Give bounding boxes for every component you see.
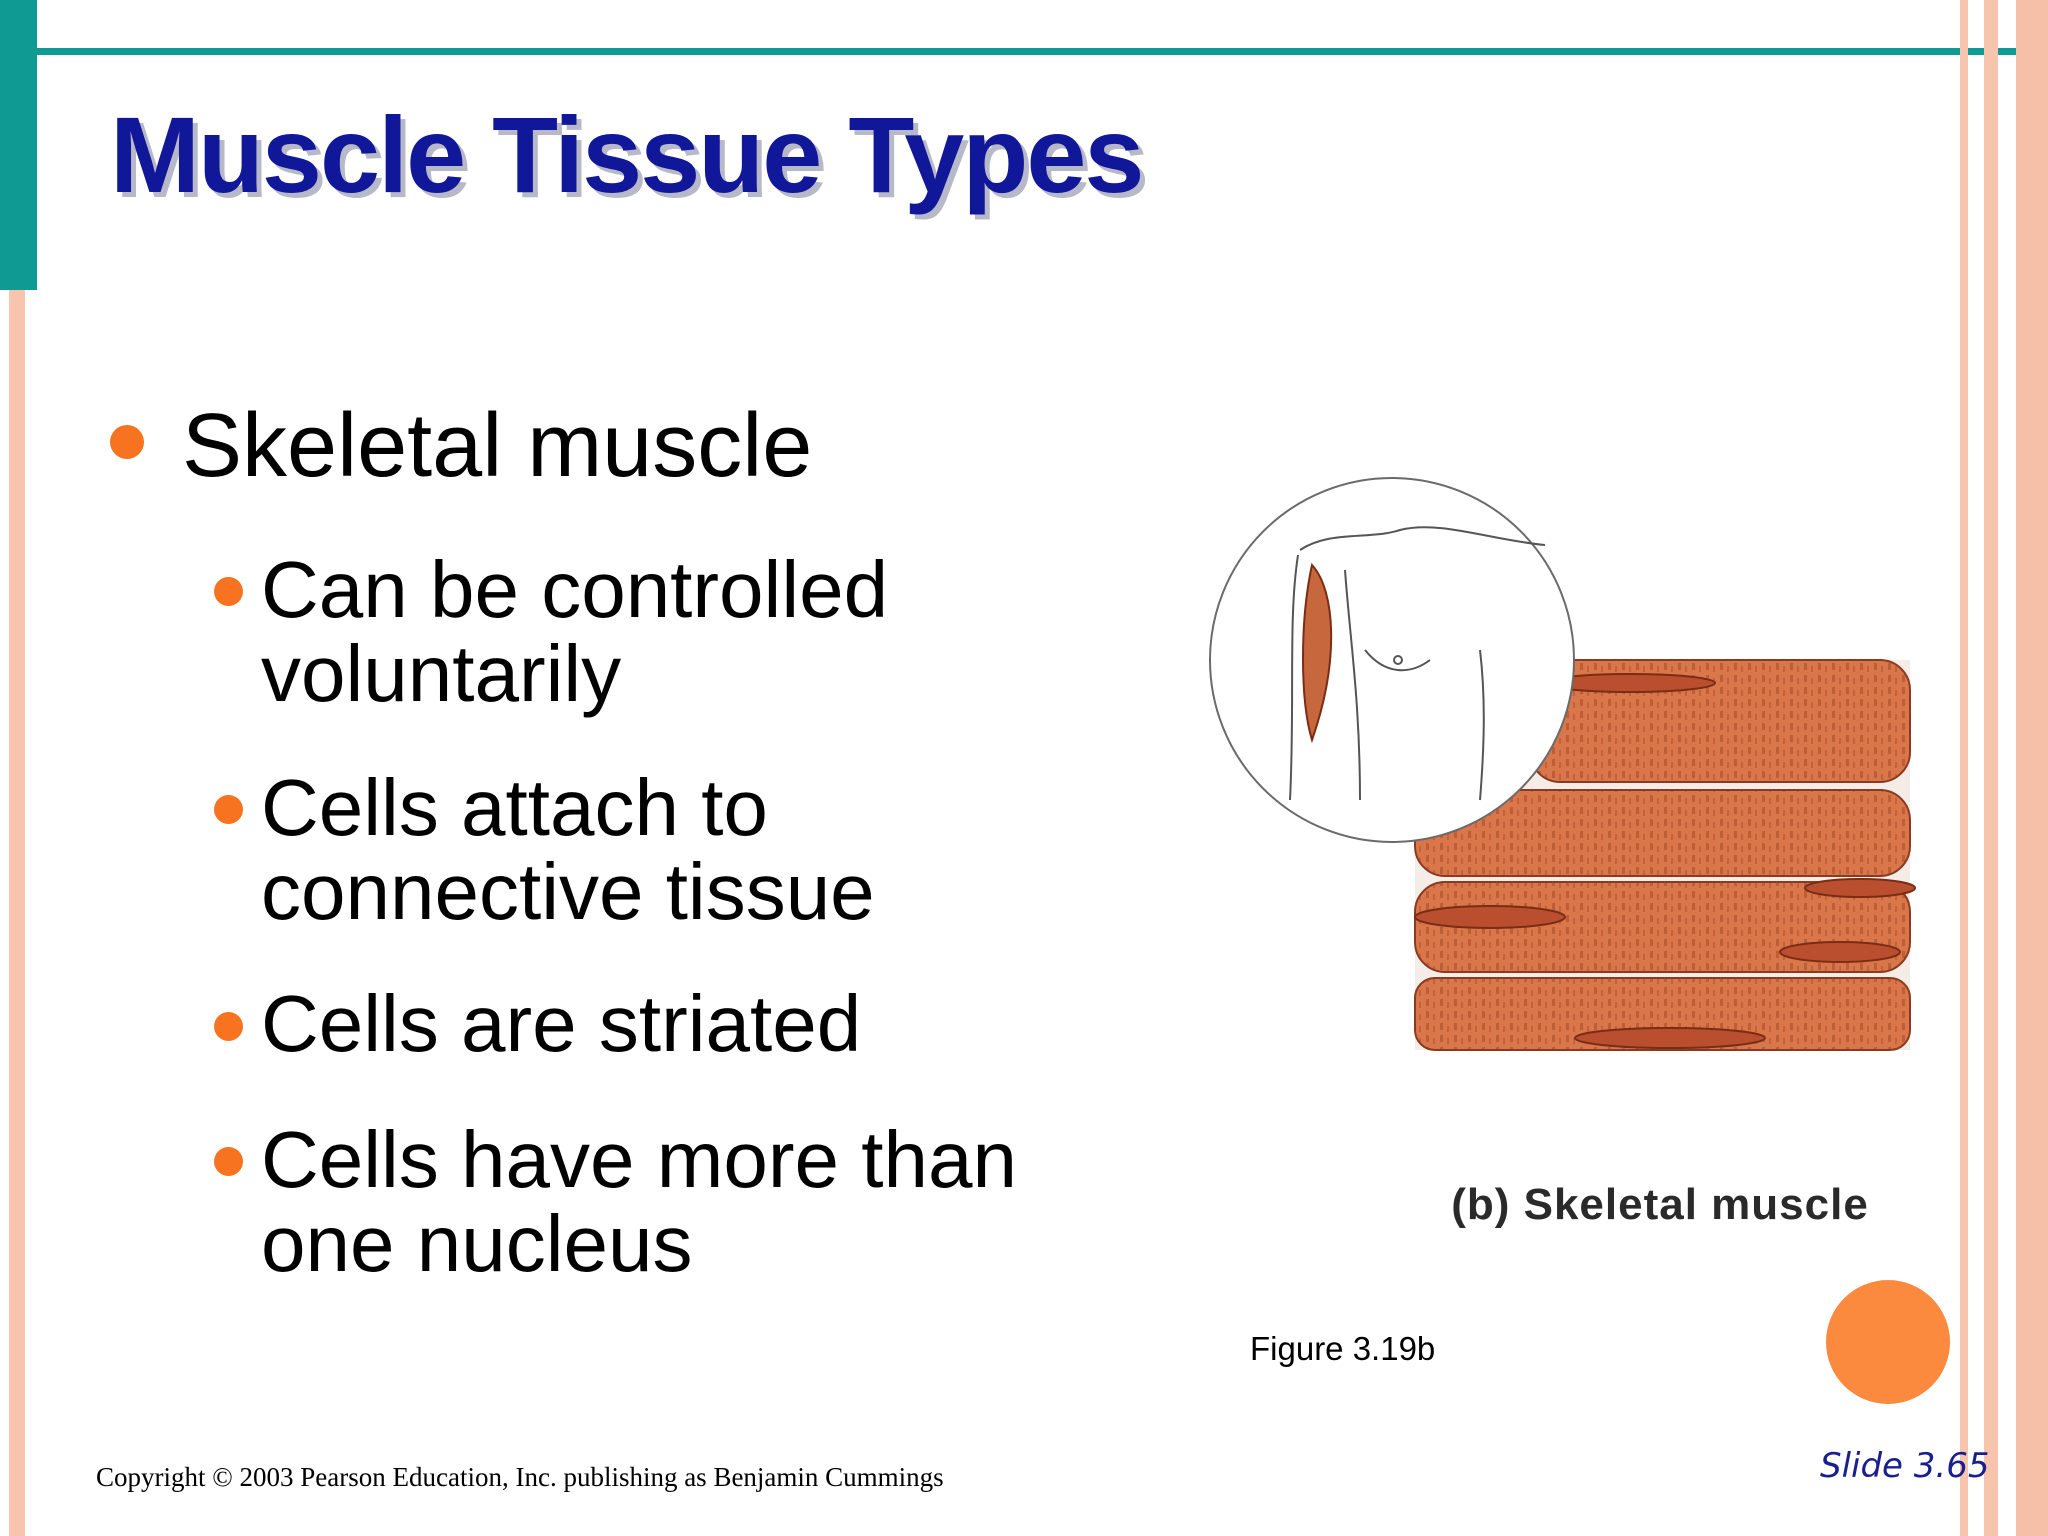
slide-title: Muscle Tissue Types: [110, 94, 1144, 215]
sub-bullet-2: Cells attach to connective tissue: [261, 766, 875, 934]
bullet-skeletal-muscle: Skeletal muscle: [182, 396, 813, 496]
right-stripe: [1984, 0, 1998, 1536]
figure-reference: Figure 3.19b: [1250, 1330, 1436, 1367]
bullet-dot-icon: [214, 795, 243, 824]
sub-bullet-2-line1: Cells attach to: [261, 763, 768, 852]
bullet-dot-icon: [214, 1147, 243, 1176]
sub-bullet-4-line1: Cells have more than: [261, 1115, 1017, 1204]
slide-number: Slide 3.65: [1820, 1446, 1990, 1486]
sub-bullet-4-line2: one nucleus: [261, 1199, 693, 1288]
figure-caption: (b) Skeletal muscle: [1451, 1180, 1869, 1229]
bullet-dot-icon: [110, 425, 144, 459]
muscle-fibers: [1414, 659, 1916, 1051]
bullet-dot-icon: [214, 577, 243, 606]
left-accent-bar: [0, 0, 37, 290]
sub-bullet-1: Can be controlled voluntarily: [261, 548, 888, 716]
bullet-dot-icon: [214, 1012, 243, 1041]
sub-bullet-1-line2: voluntarily: [261, 629, 622, 718]
sub-bullet-3: Cells are striated: [261, 982, 861, 1066]
right-stripe: [1960, 0, 1968, 1536]
top-rule: [37, 48, 2032, 55]
skeletal-muscle-illustration: [1209, 477, 1916, 1051]
sub-bullet-4: Cells have more than one nucleus: [261, 1118, 1017, 1286]
sub-bullet-3-line1: Cells are striated: [261, 979, 862, 1068]
copyright-text: Copyright © 2003 Pearson Education, Inc.…: [96, 1462, 944, 1492]
left-salmon-bar: [9, 290, 25, 1536]
right-stripe: [2016, 0, 2048, 1536]
sub-bullet-1-line1: Can be controlled: [261, 545, 889, 634]
magnifier-circle: [1209, 477, 1575, 843]
sub-bullet-2-line2: connective tissue: [261, 847, 875, 936]
orange-circle-decoration: [1826, 1280, 1950, 1404]
